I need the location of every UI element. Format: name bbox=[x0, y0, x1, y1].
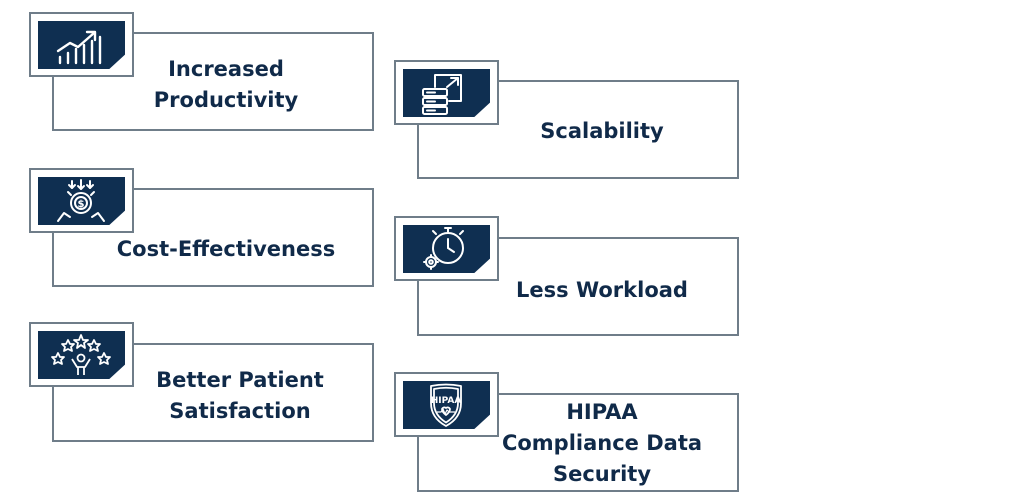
benefit-label-patient: Better Patient Satisfaction bbox=[156, 368, 324, 423]
hipaa-shield-text: HIPAA bbox=[431, 396, 462, 406]
star-rating-icon bbox=[38, 331, 125, 379]
hipaa-shield-icon: HIPAA bbox=[403, 381, 490, 429]
growth-chart-icon bbox=[38, 21, 125, 69]
badge-frame-patient bbox=[29, 322, 134, 387]
badge-frame-workload bbox=[394, 216, 499, 281]
cost-gear-icon: $ bbox=[38, 177, 125, 225]
benefit-label-cost: Cost-Effectiveness bbox=[116, 237, 336, 261]
badge-frame-productivity bbox=[29, 12, 134, 77]
benefit-label-productivity: Increased Productivity bbox=[153, 57, 299, 112]
server-expand-icon bbox=[403, 69, 490, 117]
benefit-label-hipaa: HIPAA Compliance Data Security bbox=[501, 400, 703, 486]
benefit-label-workload: Less Workload bbox=[516, 278, 688, 302]
svg-text:$: $ bbox=[78, 199, 85, 210]
badge-frame-hipaa: HIPAA bbox=[394, 372, 499, 437]
badge-frame-scalability bbox=[394, 60, 499, 125]
badge-frame-cost: $ bbox=[29, 168, 134, 233]
benefit-label-scalability: Scalability bbox=[540, 119, 664, 143]
stopwatch-gear-icon bbox=[403, 225, 490, 273]
